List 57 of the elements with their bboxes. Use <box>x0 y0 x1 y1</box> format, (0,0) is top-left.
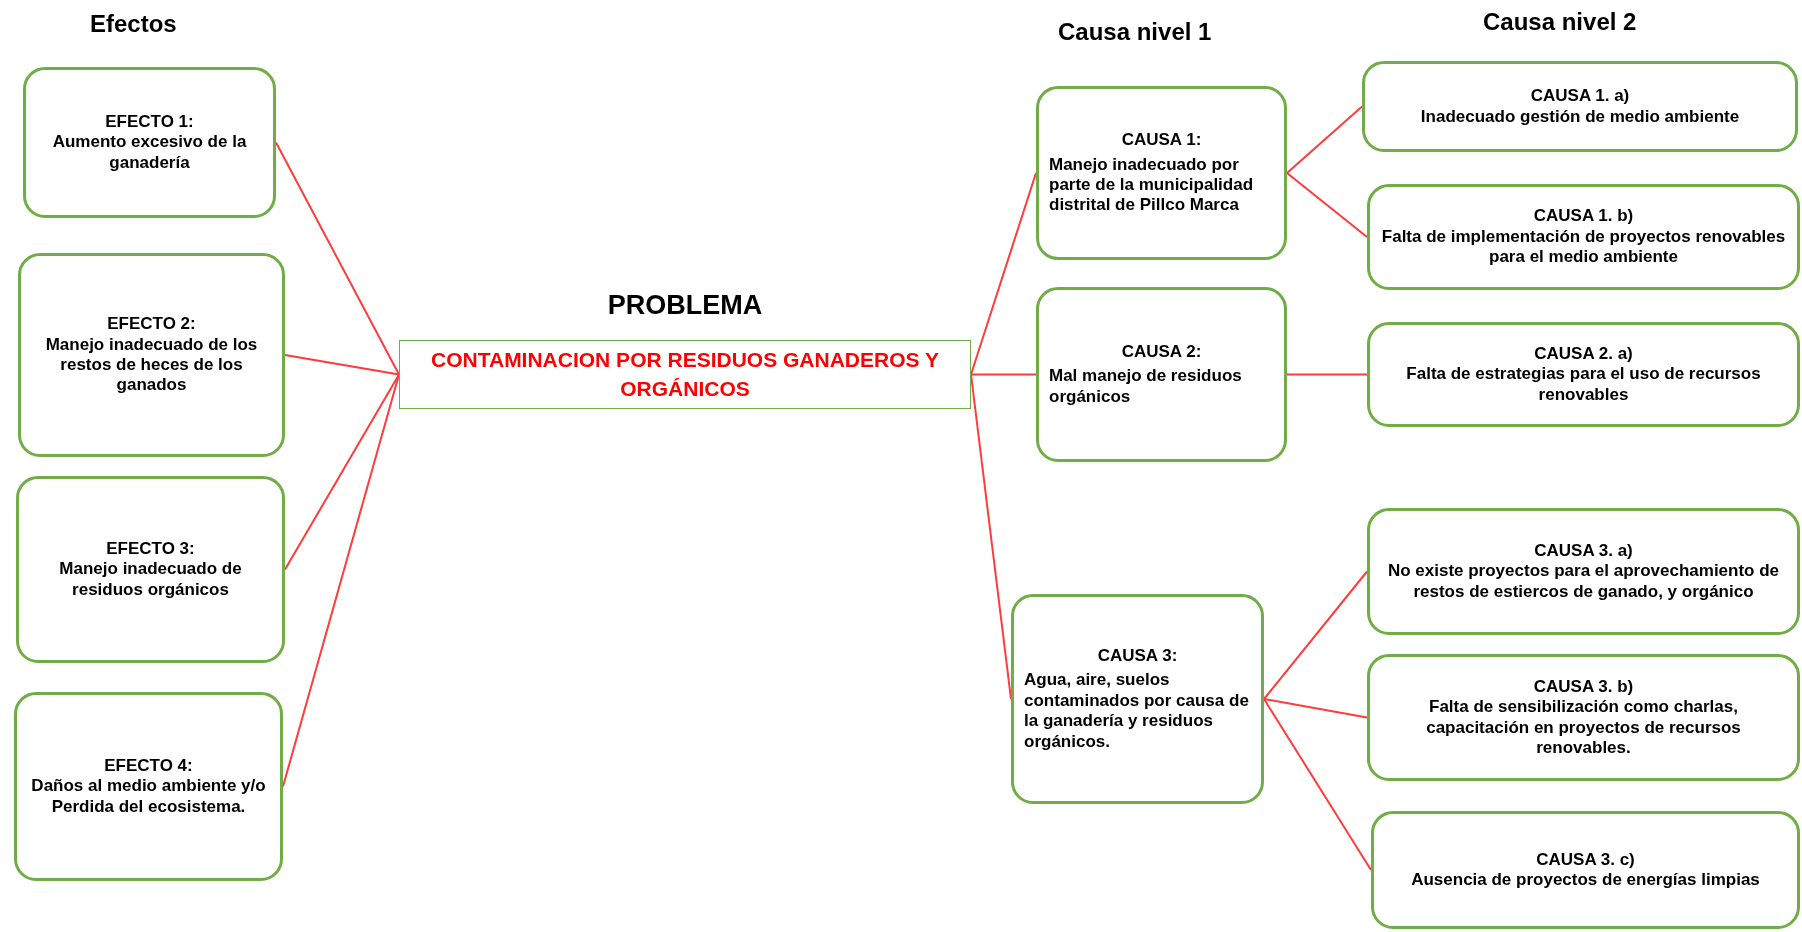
rounded-box <box>1371 811 1800 929</box>
box-heading: CAUSA 1: <box>1120 130 1203 151</box>
connector-line <box>282 373 400 788</box>
box-text: Mal manejo de residuos orgánicos <box>1049 366 1243 408</box>
box-text: Falta de sensibilización como charlas, capacitación en proyectos de recursos renovables. <box>1425 697 1742 759</box>
box-heading: EFECTO 4: <box>103 755 194 777</box>
box-heading: EFECTO 2: <box>106 314 197 335</box>
rounded-box <box>1036 86 1287 260</box>
box-text: No existe proyectos para el aprovechamiento de restos de estiercos de ganado, y orgánico <box>1386 561 1781 603</box>
rounded-box <box>1362 61 1798 152</box>
connector-line <box>1286 105 1363 174</box>
rounded-box <box>1367 508 1800 635</box>
box-text: Manejo inadecuado por parte de la municipalidad distrital de Pillco Marca <box>1049 154 1255 216</box>
box-text: Manejo inadecuado de residuos orgánicos <box>58 559 243 601</box>
connector-line <box>1263 570 1368 700</box>
rounded-box <box>1036 287 1287 462</box>
box-heading: CAUSA 3. c) <box>1535 849 1636 870</box>
connector-line <box>284 354 400 376</box>
rounded-box <box>14 692 283 881</box>
connector-line <box>1286 373 1368 376</box>
rounded-box <box>16 476 285 663</box>
rounded-box <box>1367 322 1800 427</box>
connector-line <box>275 141 400 376</box>
rounded-box <box>1367 184 1800 290</box>
box-text: Falta de estrategias para el uso de recursos renovables <box>1405 364 1762 406</box>
connector-line <box>970 373 1037 376</box>
box-text: Daños al medio ambiente y/o Perdida del ecosistema. <box>30 776 267 818</box>
connector-line <box>1286 172 1368 238</box>
box-heading: CAUSA 3. a) <box>1533 540 1634 562</box>
rounded-box <box>18 253 285 457</box>
box-text: Manejo inadecuado de los restos de heces de los ganados <box>44 334 259 396</box>
box-heading: CAUSA 2. a) <box>1533 343 1634 365</box>
connector-line <box>970 373 1012 700</box>
column-heading: Causa nivel 1 <box>1058 18 1212 46</box>
box-heading: CAUSA 3. b) <box>1532 676 1635 698</box>
box-text: Inadecuado gestión de medio ambiente <box>1419 106 1741 127</box>
box-text: Ausencia de proyectos de energías limpias <box>1410 870 1761 891</box>
connector-line <box>1263 698 1368 719</box>
box-text: Agua, aire, suelos contaminados por causa de la ganadería y residuos orgánicos. <box>1024 670 1250 752</box>
box-heading: CAUSA 3: <box>1096 646 1179 667</box>
box-heading: EFECTO 3: <box>105 538 196 560</box>
rounded-box <box>1011 594 1264 804</box>
column-heading: Causa nivel 2 <box>1483 8 1637 36</box>
connector-line <box>284 373 400 571</box>
box-heading: CAUSA 2: <box>1120 341 1203 363</box>
column-heading: Efectos <box>90 10 177 38</box>
rounded-box <box>23 67 276 218</box>
connector-line <box>1263 698 1372 871</box>
box-heading: CAUSA 1. b) <box>1532 206 1635 227</box>
problem-text: CONTAMINACION POR RESIDUOS GANADEROS Y ORGÁNICOS <box>430 347 940 402</box>
box-text: Falta de implementación de proyectos renovables para el medio ambiente <box>1380 226 1787 268</box>
box-heading: CAUSA 1. a) <box>1529 86 1631 107</box>
rounded-box <box>1367 654 1800 781</box>
box-text: Aumento excesivo de la ganadería <box>51 132 248 174</box>
section-heading: PROBLEMA <box>606 289 764 322</box>
box-heading: EFECTO 1: <box>104 111 195 133</box>
connector-line <box>970 172 1037 376</box>
